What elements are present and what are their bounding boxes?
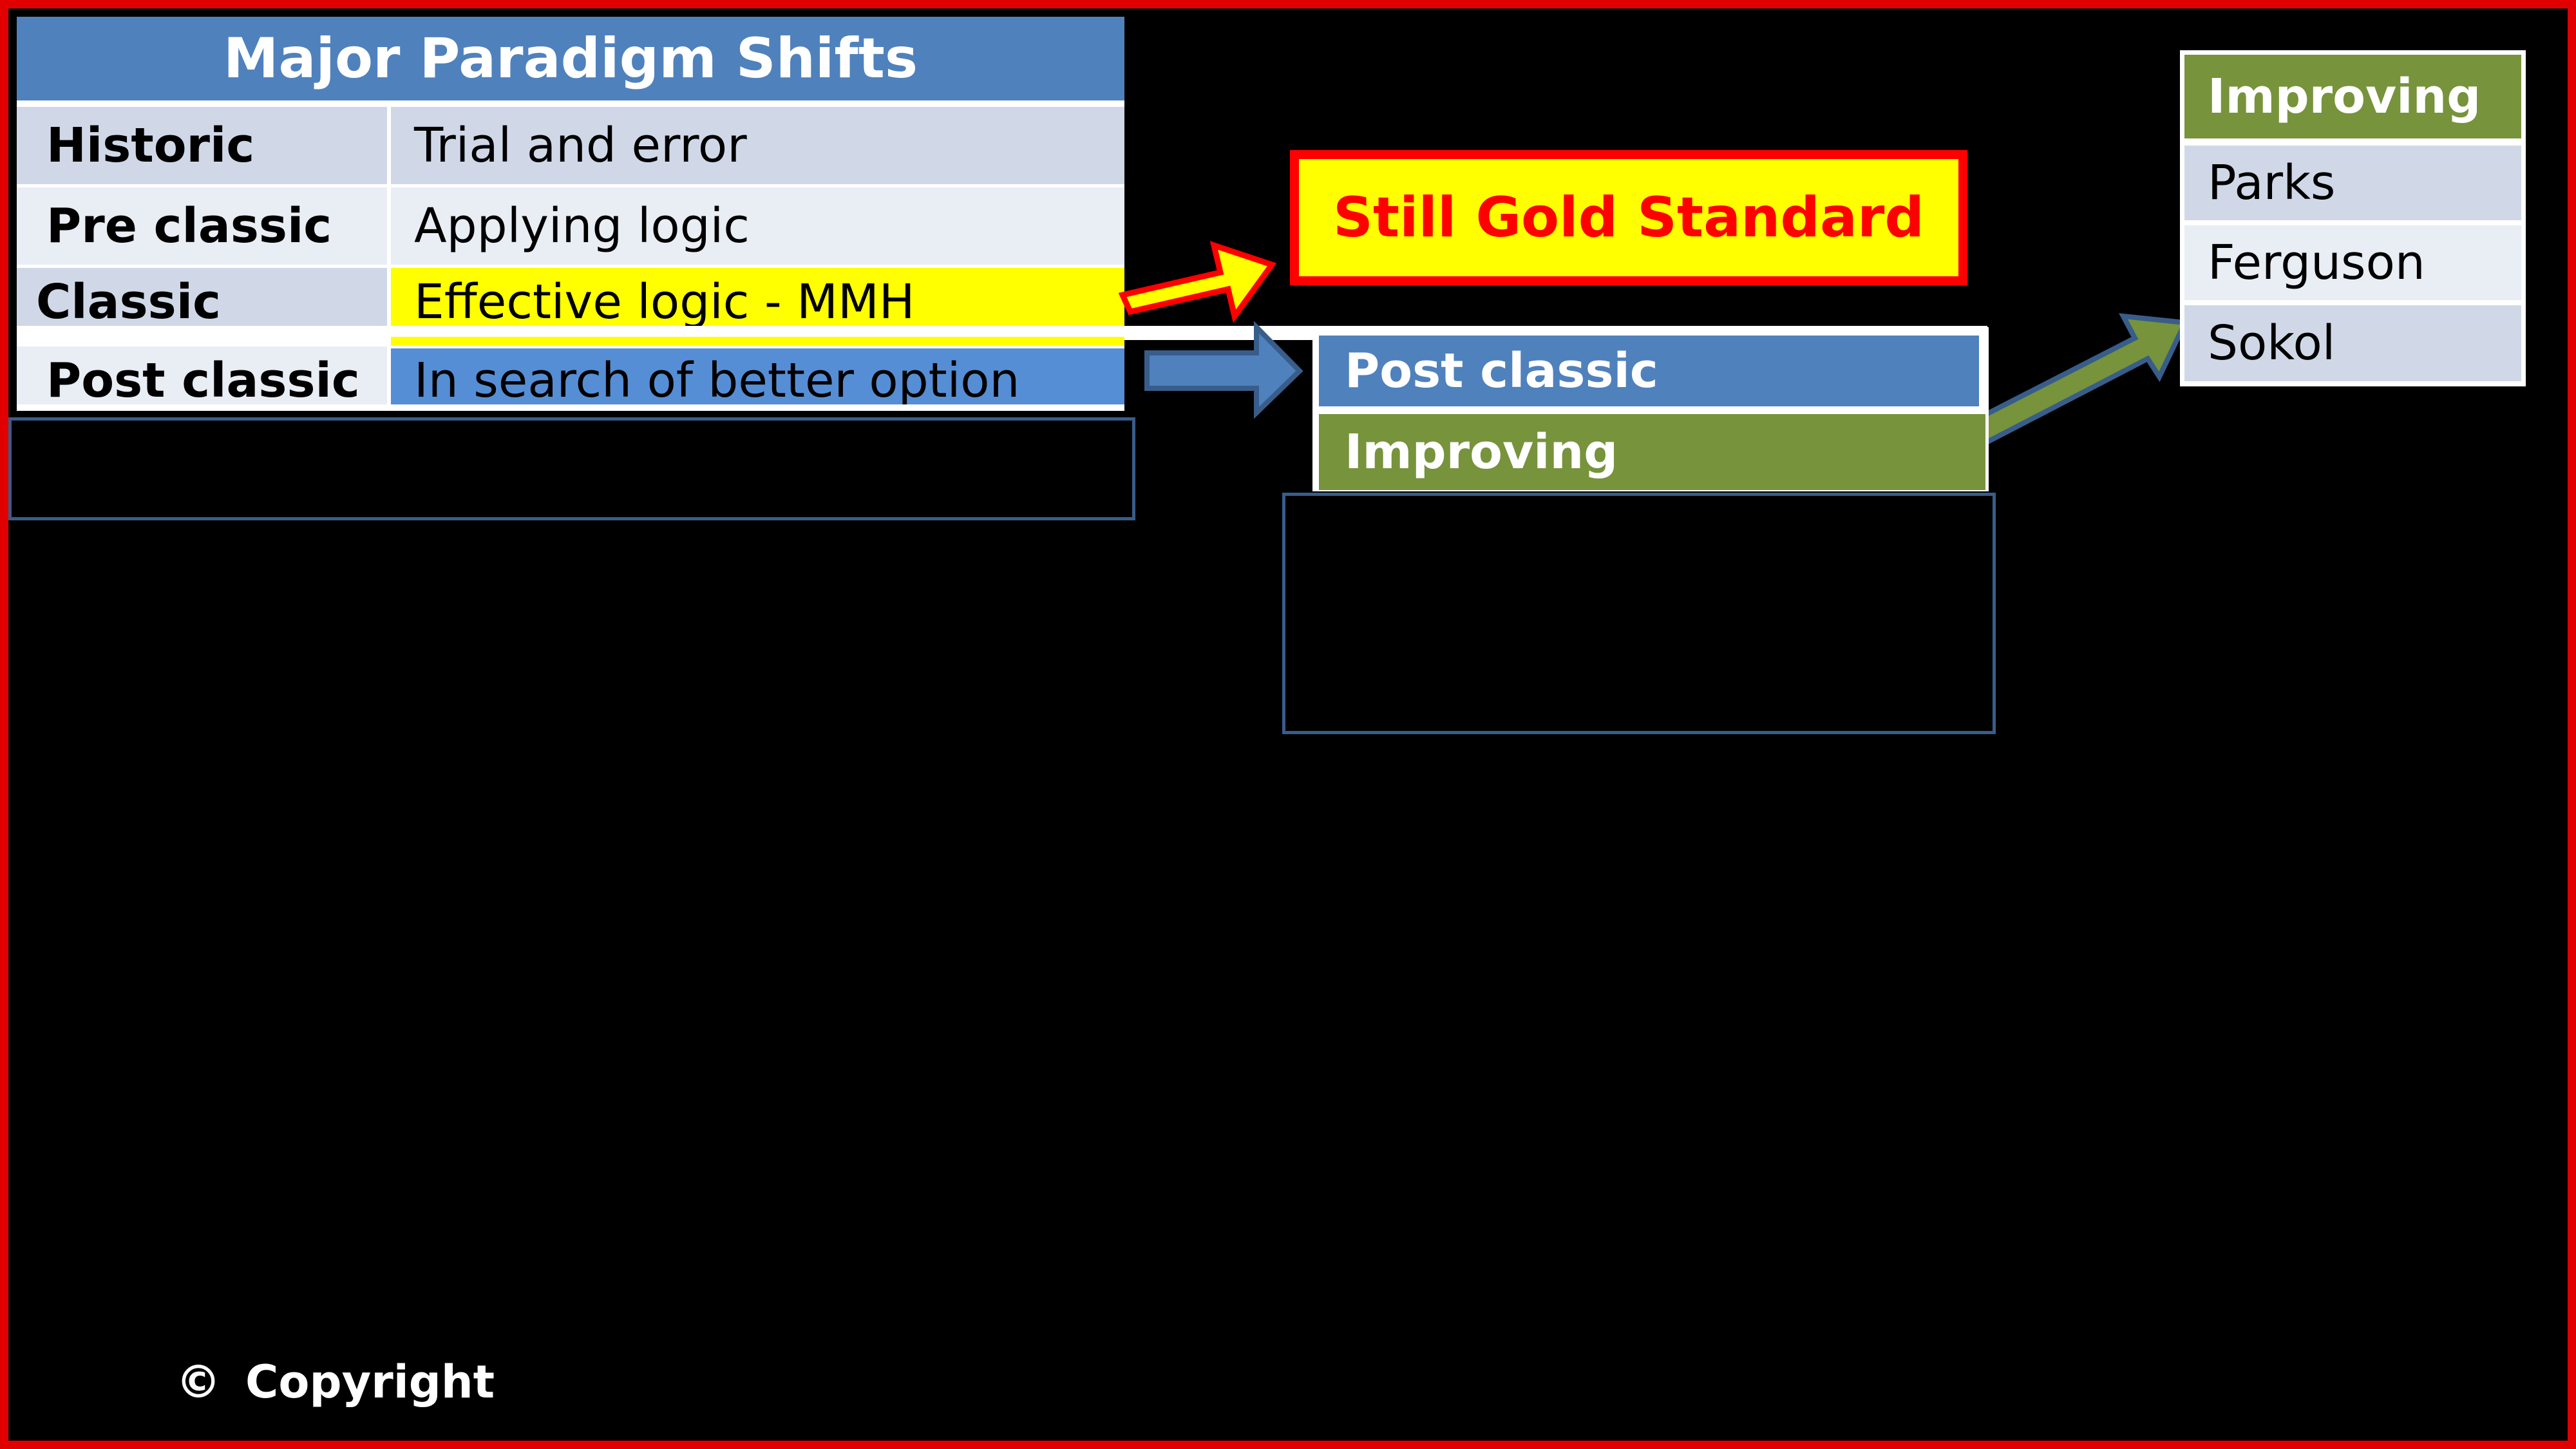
row-preclassic-value: Applying logic xyxy=(391,187,1124,265)
right-table: Improving Parks Ferguson Sokol xyxy=(2180,50,2526,386)
right-table-item: Sokol xyxy=(2184,305,2521,381)
right-table-item: Parks xyxy=(2184,146,2521,220)
row-classic-label: Classic xyxy=(17,268,387,326)
row-classic-yellow-tail xyxy=(391,337,1124,346)
row-classic-value: Effective logic - MMH xyxy=(391,268,1124,326)
copyright-text: Copyright xyxy=(245,1355,495,1408)
mid-table-row-postclassic: Post classic xyxy=(1319,336,1979,406)
row-historic-value: Trial and error xyxy=(391,107,1124,184)
blue-arrow-icon xyxy=(1144,321,1303,419)
main-table-title: Major Paradigm Shifts xyxy=(17,17,1124,100)
row-historic-label: Historic xyxy=(17,107,387,184)
row-postclassic-value: In search of better option xyxy=(391,348,1124,404)
copyright-notice: © Copyright xyxy=(176,1351,495,1412)
row-postclassic-label: Post classic xyxy=(17,346,387,404)
empty-box-left xyxy=(8,417,1135,520)
row-preclassic-label: Pre classic xyxy=(17,187,387,265)
empty-box-middle xyxy=(1282,493,1996,734)
yellow-arrow-icon xyxy=(1118,241,1277,323)
gold-standard-callout: Still Gold Standard xyxy=(1290,150,1967,285)
right-table-item: Ferguson xyxy=(2184,225,2521,300)
mid-table-row-improving: Improving xyxy=(1319,414,1985,490)
right-table-header: Improving xyxy=(2184,55,2521,138)
copyright-symbol: © xyxy=(176,1355,221,1408)
